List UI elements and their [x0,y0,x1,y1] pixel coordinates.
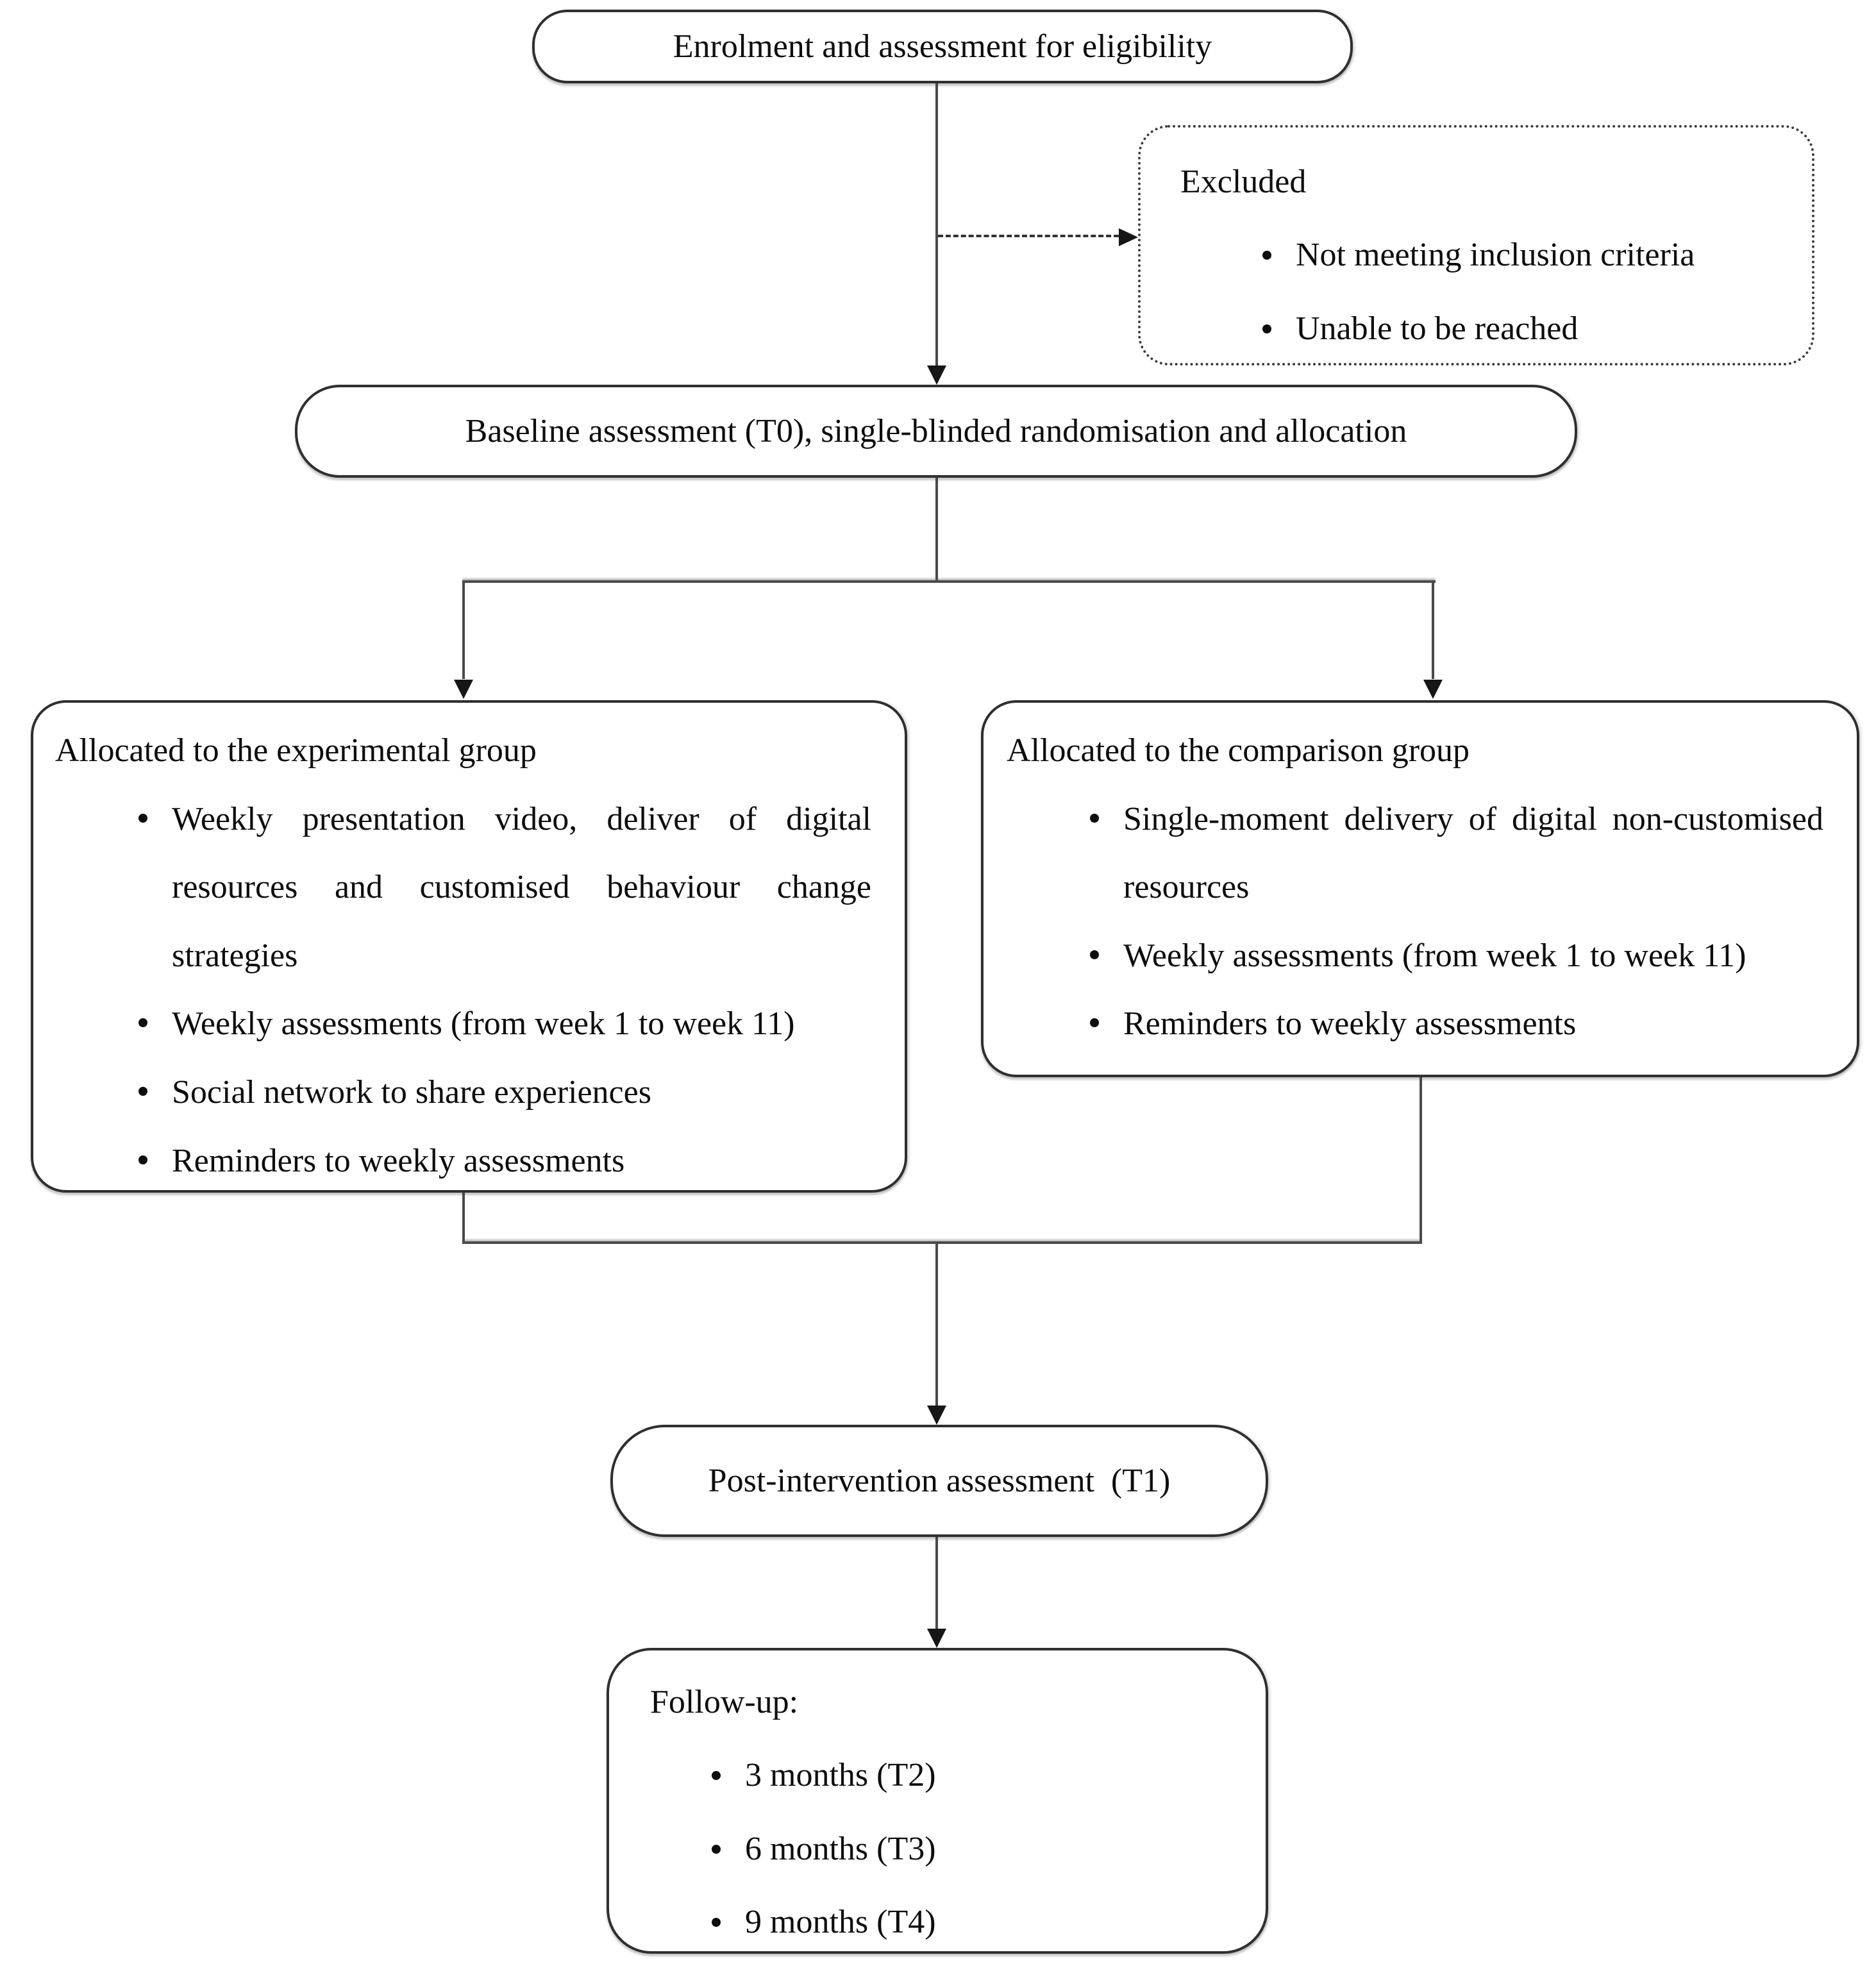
list-item: 3 months (T2) [712,1739,1240,1812]
list-item: Not meeting inclusion criteria [1262,219,1786,292]
arrow-right-icon [1119,228,1138,246]
experimental-group-box: Allocated to the experimental group Week… [31,700,907,1193]
list-item: Social network to share experiences [138,1059,871,1127]
comparison-bullet-list: Single-moment delivery of digital non-cu… [1090,785,1823,1059]
bullet-icon [1262,251,1271,260]
post-intervention-box: Post-intervention assessment (T1) [610,1425,1268,1537]
experimental-bullet-list: Weekly presentation video, deliver of di… [138,785,871,1196]
bullet-icon [712,1918,721,1927]
experimental-bullet-2: Weekly assessments (from week 1 to week … [172,1005,795,1043]
list-item: Reminders to weekly assessments [138,1127,871,1196]
bullet-icon [1262,324,1271,333]
bullet-icon [1090,950,1099,959]
list-item: Single-moment delivery of digital non-cu… [1090,785,1823,922]
arrow-down-icon [927,1406,946,1425]
connector-split-horizontal [462,580,1436,583]
experimental-bullet-4: Reminders to weekly assessments [172,1142,625,1179]
bullet-icon [712,1844,721,1854]
arrow-down-icon [927,1629,946,1648]
list-item: Unable to be reached [1262,292,1786,365]
bullet-icon [138,813,147,823]
comparison-bullet-1: Single-moment delivery of digital non-cu… [1123,800,1823,906]
connector-split-to-experimental [462,582,465,679]
baseline-label: Baseline assessment (T0), single-blinded… [465,413,1407,449]
list-item: Weekly assessments (from week 1 to week … [1090,922,1823,991]
bullet-icon [712,1771,721,1781]
connector-enrolment-to-baseline [935,82,938,371]
experimental-bullet-1: Weekly presentation video, deliver of di… [172,800,871,974]
excluded-bullet-list: Not meeting inclusion criteria Unable to… [1262,219,1786,365]
bullet-icon [138,1155,147,1164]
followup-bullet-list: 3 months (T2) 6 months (T3) 9 months (T4… [712,1739,1240,1959]
comparison-bullet-3: Reminders to weekly assessments [1123,1005,1577,1043]
followup-bullet-1: 3 months (T2) [745,1757,936,1794]
list-item: 6 months (T3) [712,1813,1240,1886]
post-intervention-label: Post-intervention assessment (T1) [708,1463,1171,1499]
enrolment-box: Enrolment and assessment for eligibility [532,10,1353,83]
bullet-icon [138,1018,147,1028]
bullet-icon [138,1086,147,1096]
experimental-title: Allocated to the experimental group [55,732,537,769]
list-item: 9 months (T4) [712,1886,1240,1959]
arrow-down-icon [927,365,946,385]
list-item: Weekly presentation video, deliver of di… [138,785,871,991]
excluded-box: Excluded Not meeting inclusion criteria … [1138,125,1814,365]
bullet-icon [1090,1018,1099,1028]
excluded-bullet-1: Not meeting inclusion criteria [1296,237,1695,274]
comparison-title: Allocated to the comparison group [1007,732,1470,769]
connector-split-to-comparison [1432,582,1434,679]
experimental-bullet-3: Social network to share experiences [172,1073,651,1111]
excluded-bullet-2: Unable to be reached [1296,310,1579,347]
connector-experimental-to-merge [462,1191,465,1244]
followup-box: Follow-up: 3 months (T2) 6 months (T3) 9… [607,1648,1268,1954]
arrow-down-icon [454,680,473,699]
connector-dashed-excluded [938,235,1119,237]
connector-merge-horizontal [462,1241,1422,1244]
followup-title: Follow-up: [650,1684,799,1720]
comparison-group-box: Allocated to the comparison group Single… [981,700,1859,1077]
bullet-icon [1090,813,1099,823]
connector-post-to-followup [935,1536,938,1630]
excluded-title: Excluded [1180,164,1307,200]
enrolment-label: Enrolment and assessment for eligibility [673,28,1212,65]
followup-bullet-2: 6 months (T3) [745,1830,936,1867]
baseline-box: Baseline assessment (T0), single-blinded… [295,385,1577,478]
list-item: Reminders to weekly assessments [1090,990,1823,1059]
comparison-bullet-2: Weekly assessments (from week 1 to week … [1123,937,1746,974]
connector-comparison-to-merge [1420,1076,1422,1244]
connector-baseline-to-split [935,478,938,582]
followup-bullet-3: 9 months (T4) [745,1904,936,1941]
connector-merge-to-post [935,1243,938,1407]
list-item: Weekly assessments (from week 1 to week … [138,990,871,1059]
arrow-down-icon [1423,680,1443,699]
